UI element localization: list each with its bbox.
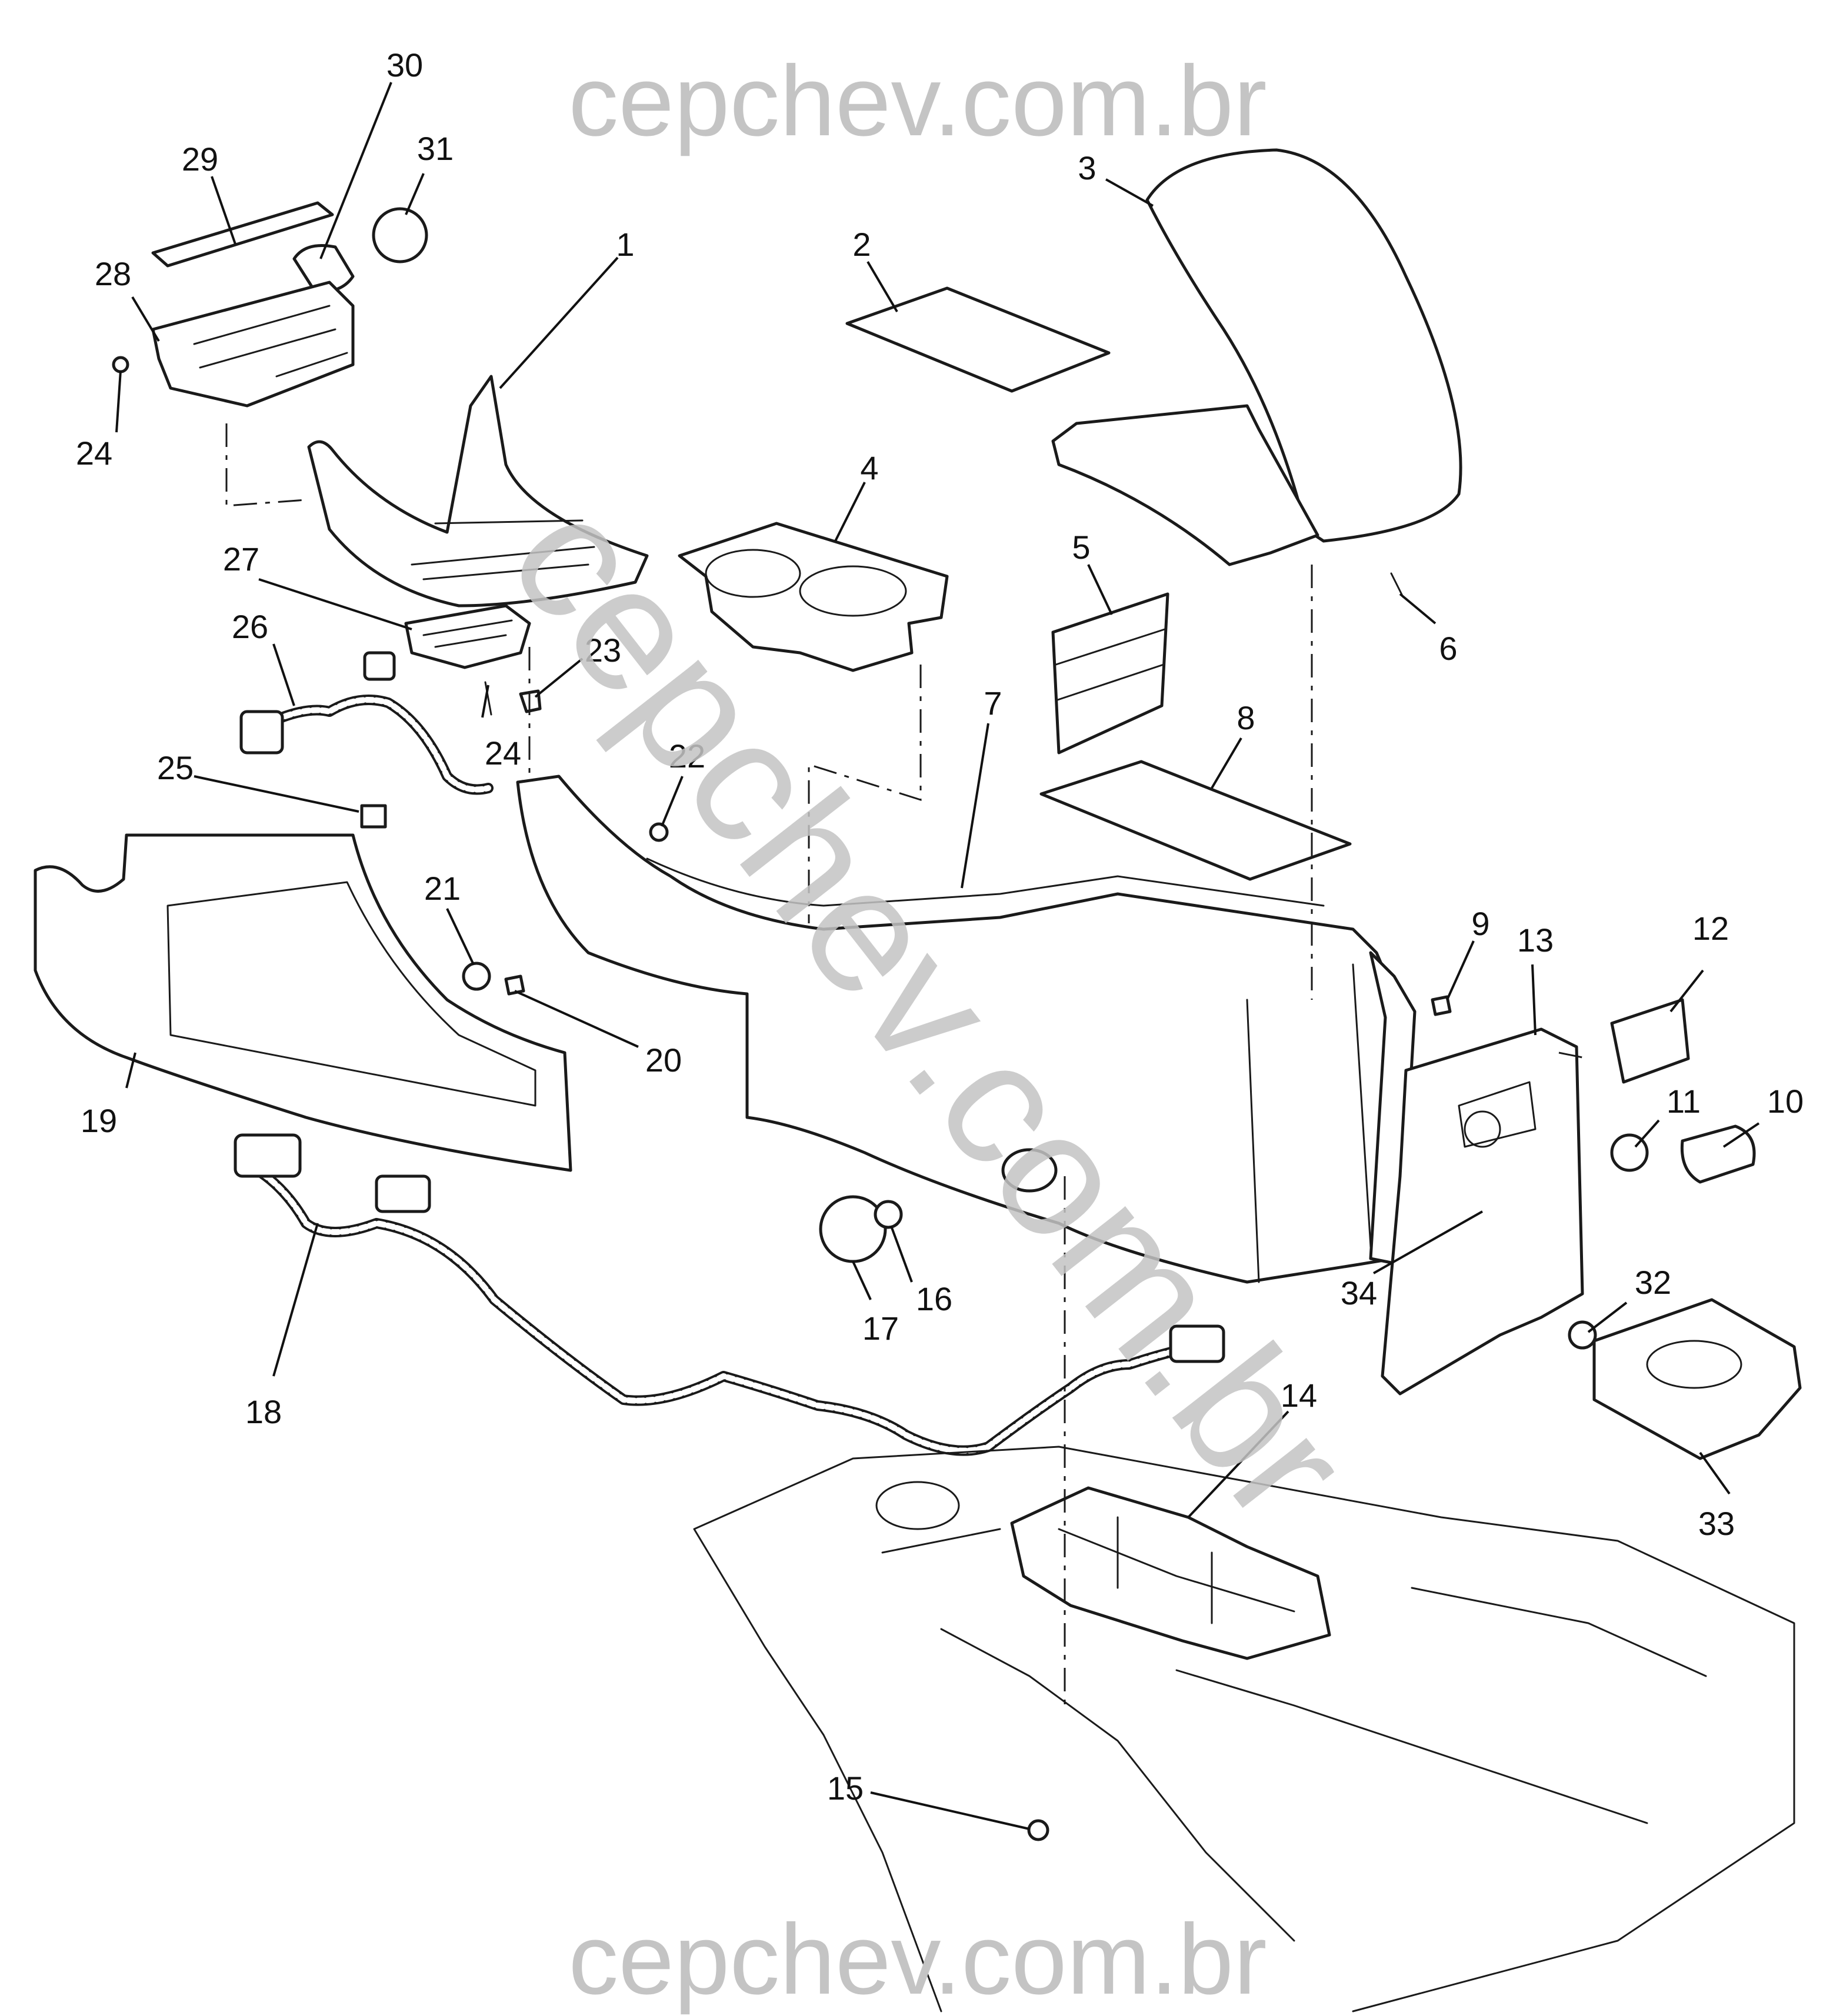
part-4-cup-right [799, 565, 907, 617]
part-13-opening [1458, 1081, 1537, 1148]
callout-24-lower: 24 [485, 735, 521, 772]
callout-22: 22 [669, 737, 705, 775]
part-18-harness-inner [244, 1161, 1197, 1454]
callout-24-upper: 24 [76, 435, 112, 472]
part-28-module [151, 281, 355, 408]
floor-pan [693, 1446, 1795, 2012]
callout-1: 1 [616, 226, 634, 263]
callout-15: 15 [827, 1770, 864, 1807]
part-1-detail [411, 519, 595, 580]
callout-34: 34 [1341, 1274, 1377, 1311]
watermark-top: cepchev.com.br [568, 45, 1267, 157]
callout-16: 16 [916, 1280, 952, 1317]
callout-20: 20 [645, 1042, 682, 1079]
part-18-connector-c [1169, 1324, 1225, 1363]
callout-19: 19 [81, 1102, 117, 1139]
part-14-detail [1058, 1516, 1295, 1624]
part-21-fastener [462, 962, 491, 991]
floor-tunnel [940, 1628, 1648, 1942]
part-26-connector [239, 710, 284, 755]
part-7-detail-top [646, 857, 1325, 907]
floor-hole [875, 1481, 960, 1530]
part-31-knob [372, 207, 428, 263]
callout-27: 27 [223, 540, 259, 578]
part-7-console-body [516, 775, 1414, 1284]
part-6-screw [1390, 572, 1404, 598]
part-7-detail-side [1246, 963, 1372, 1283]
callout-32: 32 [1635, 1264, 1671, 1301]
callout-3: 3 [1078, 149, 1096, 186]
part-4-cup-holder [678, 522, 949, 672]
callout-18: 18 [245, 1393, 282, 1430]
part-24-screw-lower [484, 681, 492, 716]
part-16-washer [874, 1200, 903, 1229]
callout-25: 25 [157, 749, 194, 786]
part-24-screw-upper [112, 356, 129, 373]
part-22-fastener [649, 822, 669, 842]
part-5-divider [1051, 592, 1169, 755]
callout-2: 2 [852, 226, 871, 263]
callout-11: 11 [1667, 1083, 1701, 1120]
part-18-connector-a [234, 1133, 302, 1178]
part-33-cup [1646, 1340, 1742, 1389]
part-8-mat [1039, 760, 1352, 881]
part-26-harness-inner [265, 697, 491, 793]
part-5-detail [1055, 628, 1166, 701]
console-hole [1001, 1148, 1058, 1193]
leader-lines [115, 82, 1760, 1830]
part-2-pad [845, 286, 1111, 393]
alignment-line-1 [225, 423, 306, 507]
part-29-cover-plate [151, 201, 334, 268]
part-13-socket-hole [1464, 1110, 1501, 1148]
alignment-line-2 [808, 665, 922, 923]
part-17-plug [819, 1195, 887, 1263]
alignment-line-6 [1558, 1052, 1589, 1060]
callout-13: 13 [1517, 922, 1554, 959]
part-9-clip [1431, 995, 1452, 1016]
callout-12: 12 [1692, 910, 1729, 947]
callout-8: 8 [1237, 699, 1255, 736]
callout-26: 26 [232, 608, 268, 645]
part-4-cup-left [705, 549, 801, 598]
part-27-switch-block [404, 604, 531, 669]
part-32-part [1568, 1320, 1597, 1350]
callout-23: 23 [585, 632, 621, 669]
callout-7: 7 [984, 685, 1002, 722]
part-12-switch [1610, 998, 1690, 1084]
callout-6: 6 [1439, 630, 1457, 667]
callout-4: 4 [860, 449, 878, 486]
part-28-detail [193, 305, 348, 378]
callout-14: 14 [1281, 1377, 1317, 1414]
callout-29: 29 [182, 141, 218, 178]
part-3-armrest-lid [1145, 148, 1462, 543]
part-18-connector-b [375, 1174, 431, 1213]
part-26-connector-2 [363, 651, 396, 681]
callout-33: 33 [1698, 1505, 1735, 1542]
callout-17: 17 [862, 1310, 899, 1347]
part-3-bin-top [1051, 404, 1319, 566]
watermark-bottom: cepchev.com.br [568, 1904, 1267, 2015]
part-15-screw [1027, 1819, 1049, 1841]
callout-labels: 1 2 3 4 5 6 7 8 9 10 11 12 13 14 15 16 1… [76, 46, 1804, 1807]
part-20-clip [504, 974, 525, 996]
callout-5: 5 [1072, 529, 1090, 566]
callout-9: 9 [1471, 905, 1489, 942]
part-25-clip [360, 804, 387, 829]
callout-10: 10 [1767, 1083, 1804, 1120]
callout-30: 30 [386, 46, 423, 84]
part-1-shift-trim [307, 375, 649, 608]
part-33-rear-cup-holder [1592, 1298, 1802, 1460]
line-art [34, 148, 1802, 2012]
part-19-detail [166, 881, 536, 1107]
part-27-detail [422, 619, 513, 648]
callout-28: 28 [95, 255, 131, 292]
callout-31: 31 [417, 130, 454, 167]
callout-21: 21 [424, 870, 461, 907]
